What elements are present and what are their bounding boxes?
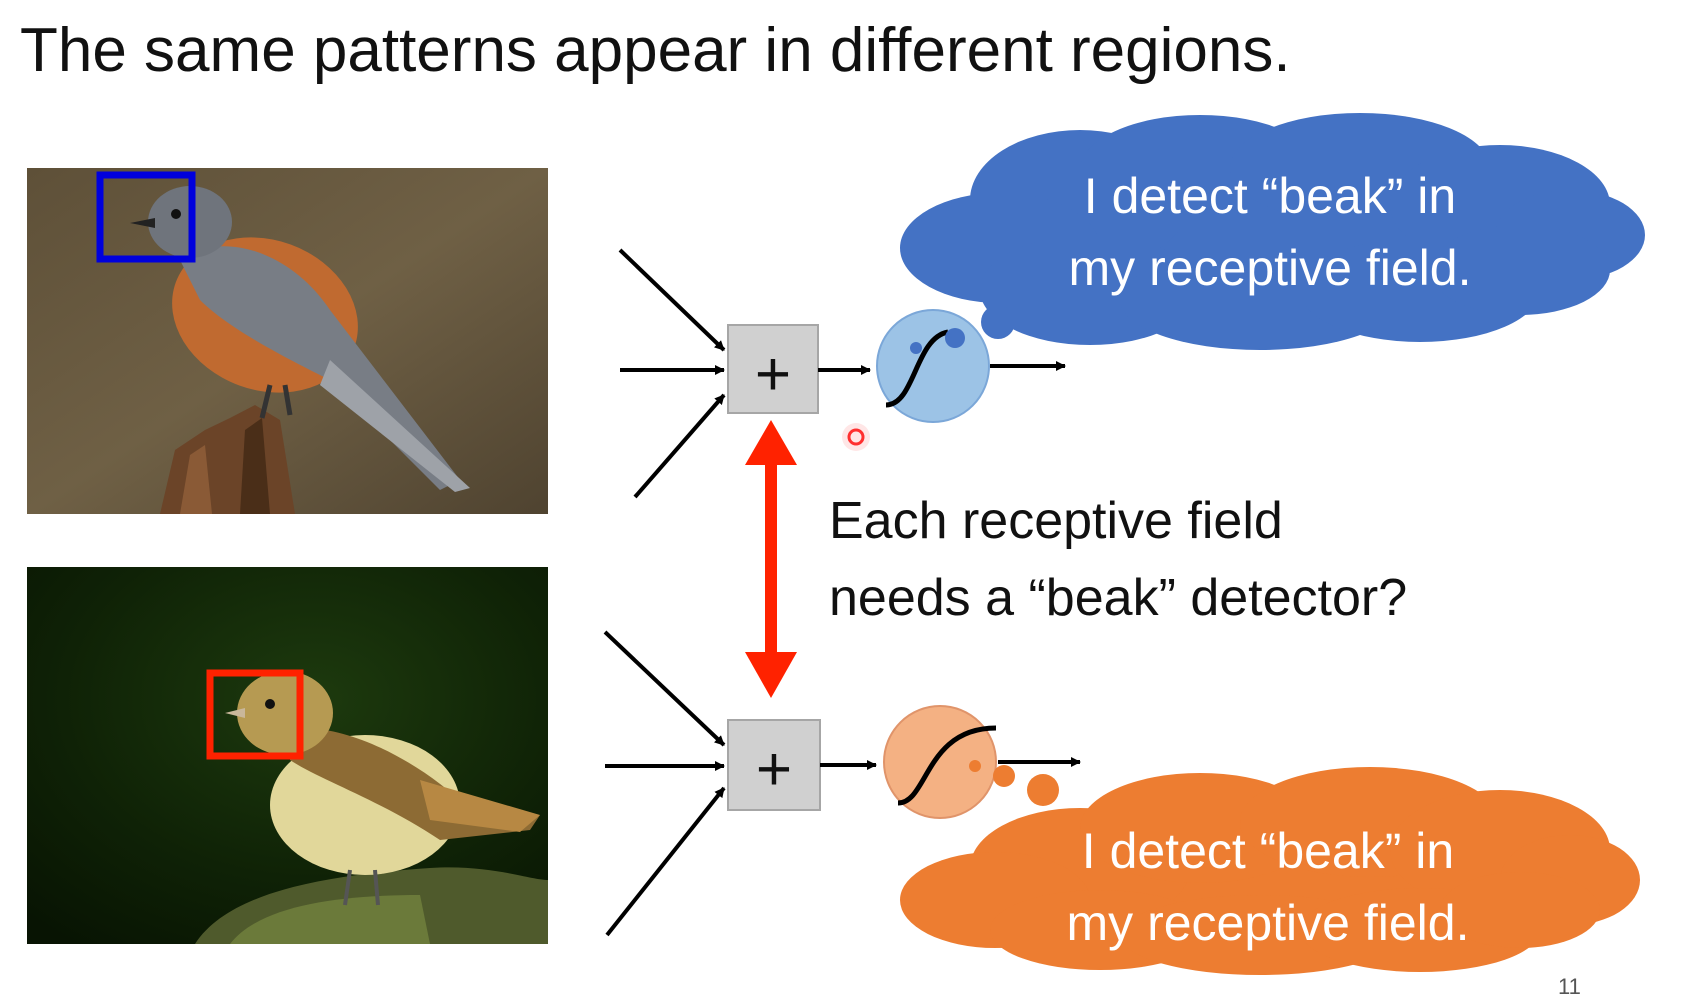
page-number: 11 bbox=[1558, 974, 1581, 999]
top-thought-line1: I detect “beak” in bbox=[1083, 168, 1457, 224]
top-thought-cloud bbox=[900, 113, 1645, 354]
slide-title: The same patterns appear in different re… bbox=[20, 16, 1291, 85]
pointer-marker bbox=[847, 428, 865, 446]
top-input-arrows bbox=[618, 248, 726, 499]
shared-detector-double-arrow bbox=[745, 420, 797, 698]
question-text: Each receptive field needs a “beak” dete… bbox=[829, 483, 1407, 637]
bottom-activation-node bbox=[883, 705, 997, 819]
question-line2: needs a “beak” detector? bbox=[829, 569, 1408, 627]
top-activation-node bbox=[876, 309, 990, 423]
bottom-input-arrows bbox=[603, 630, 726, 937]
top-thought-text: I detect “beak” in my receptive field. bbox=[1000, 160, 1540, 304]
bottom-summation-node: + bbox=[727, 719, 821, 811]
top-receptive-field-box bbox=[96, 171, 196, 263]
bottom-thought-text: I detect “beak” in my receptive field. bbox=[998, 815, 1538, 959]
bottom-thought-line2: my receptive field. bbox=[1066, 895, 1470, 951]
bottom-thought-line1: I detect “beak” in bbox=[1081, 823, 1455, 879]
top-summation-node: + bbox=[727, 324, 819, 414]
bottom-thought-cloud bbox=[900, 760, 1640, 975]
top-bird-photo bbox=[27, 168, 548, 514]
question-line1: Each receptive field bbox=[829, 492, 1283, 550]
top-thought-line2: my receptive field. bbox=[1068, 240, 1472, 296]
bottom-sigmoid-curve bbox=[897, 725, 997, 806]
top-sigmoid-curve bbox=[885, 329, 949, 408]
bottom-receptive-field-box bbox=[206, 669, 304, 760]
top-plus-sign: + bbox=[755, 340, 791, 409]
pointer-halo bbox=[842, 423, 870, 451]
bottom-plus-sign: + bbox=[756, 735, 792, 804]
